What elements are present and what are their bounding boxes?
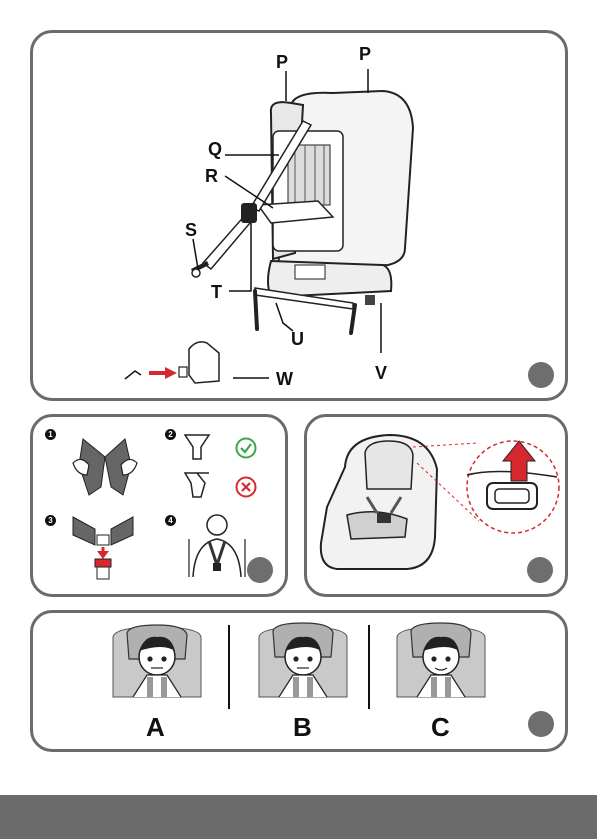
footer-bar [0,795,597,839]
option-a-figure [113,625,201,697]
label-r: R [205,167,218,185]
panel-marker-dot [528,711,554,737]
option-b-figure [259,623,347,697]
label-s: S [185,221,197,239]
cross-icon [235,476,257,498]
panel-marker-dot [528,362,554,388]
seat-overview-panel: P P Q R S T U V W [30,30,568,401]
option-c-figure [397,623,485,697]
panel-marker-dot [527,557,553,583]
panel-marker-dot [247,557,273,583]
headrest-adjust-panel [304,414,568,597]
label-u: U [291,330,304,348]
label-w: W [276,370,293,388]
insert-arrow [149,367,177,379]
label-p-left: P [276,53,288,71]
label-v: V [375,364,387,382]
option-a-label: A [146,714,165,740]
label-t: T [211,283,222,301]
label-q: Q [208,140,222,158]
harness-steps-panel: 1 2 3 4 [30,414,288,597]
option-c-label: C [431,714,450,740]
headrest-height-panel: A B C [30,610,568,752]
label-p-right: P [359,45,371,63]
option-b-label: B [293,714,312,740]
check-icon [235,437,257,459]
